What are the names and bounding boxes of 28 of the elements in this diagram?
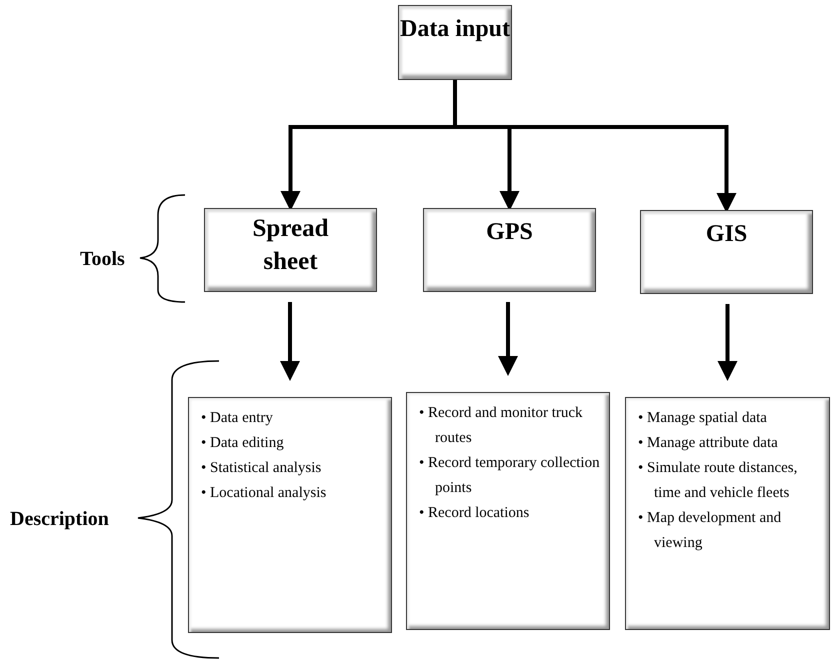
- arrow: [718, 304, 738, 381]
- bullet-item: • Manage spatial data: [638, 409, 768, 428]
- bullet-item: • Statistical analysis: [201, 459, 322, 478]
- bullet-item: • Record and monitor truck routes: [419, 404, 584, 448]
- box-title: Spread sheet: [252, 214, 330, 276]
- description-box: [188, 397, 392, 633]
- bullet-item: • Simulate route distances, time and vehicle fleets: [638, 459, 798, 503]
- bullet-item: • Manage attribute data: [638, 434, 779, 453]
- box-title: GPS: [486, 218, 533, 247]
- process-box: [398, 5, 512, 80]
- bullet-item: • Locational analysis: [201, 484, 328, 503]
- arrow: [498, 302, 518, 376]
- bullet-item: • Data editing: [201, 434, 285, 453]
- bullet-item: • Record locations: [419, 504, 530, 523]
- group-label: Description: [10, 508, 109, 531]
- arrow: [453, 80, 736, 213]
- arrow: [280, 302, 300, 381]
- group-label: Tools: [80, 248, 125, 271]
- box-title: GIS: [706, 220, 748, 249]
- bullet-item: • Record temporary collection points: [419, 454, 601, 498]
- bullet-item: • Map development and viewing: [638, 509, 782, 553]
- box-title: Data input: [400, 15, 510, 44]
- process-box: [640, 210, 813, 294]
- bullet-item: • Data entry: [201, 409, 274, 428]
- process-box: [423, 208, 596, 292]
- description-box: [406, 392, 610, 630]
- process-box: [204, 208, 377, 292]
- description-box: [625, 397, 830, 630]
